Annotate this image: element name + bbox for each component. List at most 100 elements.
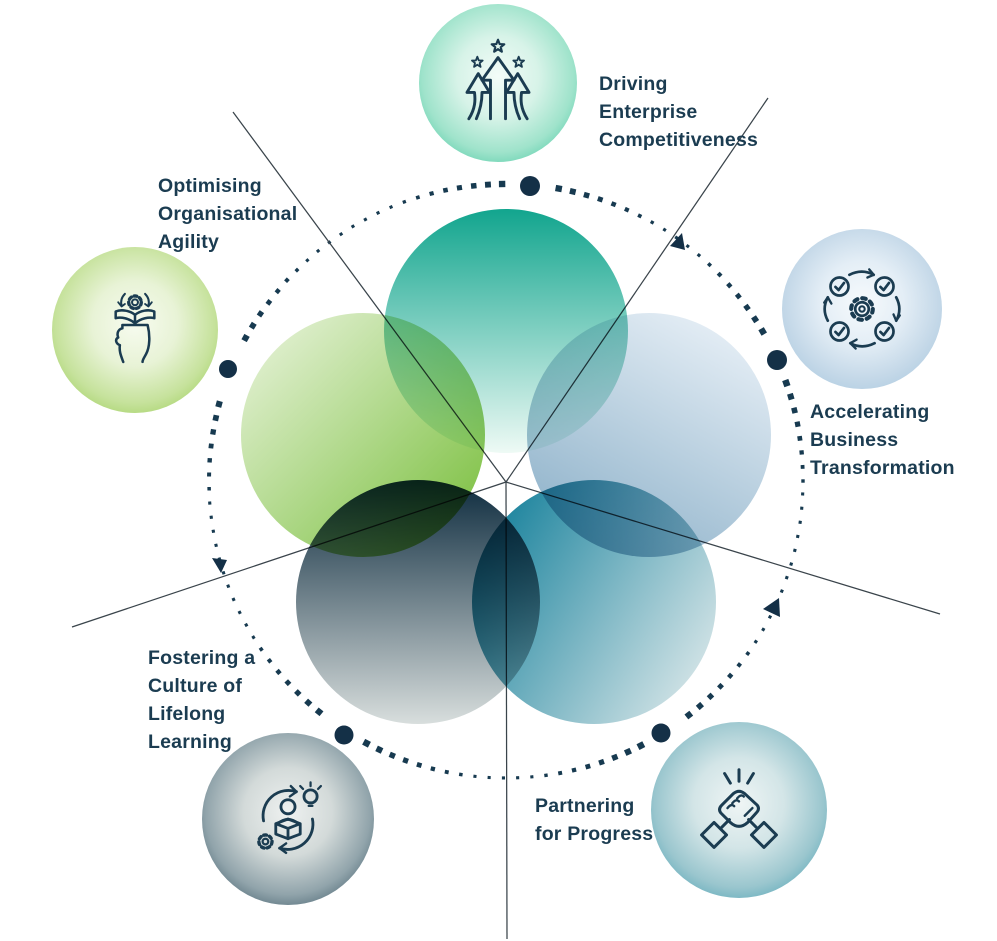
ring-dot — [402, 757, 409, 764]
ring-dot — [798, 520, 802, 525]
ring-dot — [350, 224, 356, 229]
ring-dot — [799, 450, 804, 455]
ring-dot — [555, 184, 563, 193]
ring-dot — [402, 199, 407, 204]
ring-dot — [736, 662, 743, 668]
handshake-icon — [700, 768, 778, 849]
ring-dot — [214, 543, 218, 548]
ring-dot — [429, 190, 435, 197]
theme-node-driving-enterprise — [419, 4, 577, 162]
ring-dot — [256, 310, 265, 318]
theme-node-accelerating-transformation — [782, 229, 942, 389]
theme-label-accelerating-transformation: Accelerating Business Transformation — [810, 398, 955, 482]
theme-label-organisational-agility: Optimising Organisational Agility — [158, 172, 297, 256]
ring-dot — [484, 181, 492, 188]
ring-dot — [636, 741, 646, 750]
ring-dot — [338, 231, 344, 237]
ring-dot — [784, 575, 789, 580]
ring-dot — [375, 745, 384, 754]
ring-dot — [791, 407, 798, 414]
ring-dot — [241, 333, 250, 343]
ring-dot — [706, 262, 713, 268]
ring-dot — [416, 762, 423, 768]
ring-dot — [221, 570, 226, 575]
ring-dot — [569, 188, 577, 196]
ring-dot — [430, 766, 436, 772]
ring-dot — [294, 689, 302, 697]
theme-label-driving-enterprise: Driving Enterprise Competitiveness — [599, 70, 758, 154]
ring-dot — [624, 206, 630, 213]
ring-dot — [294, 267, 300, 273]
label-line: for Progress — [535, 823, 654, 845]
ring-dot — [211, 529, 216, 534]
label-line: Transformation — [810, 457, 955, 479]
ring-dot — [208, 443, 214, 449]
ring-dot — [717, 682, 724, 690]
label-line: Competitiveness — [599, 129, 759, 151]
ring-dot — [274, 288, 281, 295]
ring-dot — [598, 758, 605, 766]
ring-dot — [210, 428, 217, 436]
ring-dot — [231, 597, 236, 602]
ring-dot — [530, 775, 534, 779]
ring-dot — [745, 650, 751, 657]
label-line: Partnering — [535, 795, 635, 817]
ring-dot — [415, 195, 421, 200]
ring-dot — [696, 252, 702, 258]
ring-dot — [207, 486, 211, 491]
ring-dot — [473, 774, 477, 779]
ring-dot — [209, 515, 213, 519]
ring-dot — [753, 639, 759, 644]
theme-label-partnering-progress: Partnering for Progress — [535, 792, 653, 848]
label-line: Organisational — [158, 203, 298, 225]
orbit-accent-dots — [219, 176, 787, 745]
ring-dot — [516, 776, 520, 780]
ring-dot — [787, 392, 795, 401]
label-line: Fostering a — [148, 647, 256, 669]
ring-dot — [458, 772, 463, 777]
ring-dot — [801, 479, 805, 483]
ring-dot — [362, 738, 371, 748]
ring-dot — [363, 217, 368, 222]
ring-dot — [501, 776, 506, 780]
ring-dot — [456, 184, 463, 191]
ring-dot — [637, 213, 643, 219]
gear-checklist-cycle-icon — [823, 268, 901, 350]
ring-dot — [244, 622, 249, 628]
ring-dot — [794, 421, 801, 428]
ring-dot — [597, 196, 604, 203]
petal-navy-bottom-left — [296, 480, 540, 724]
label-line: Agility — [158, 231, 219, 253]
ring-dot — [726, 672, 734, 679]
label-line: Culture of — [148, 675, 243, 697]
ring-dot — [251, 635, 256, 640]
ring-dot — [662, 227, 667, 232]
ring-dot — [444, 769, 450, 775]
ring-dot — [695, 701, 704, 711]
ring-dot — [258, 646, 264, 652]
ring-dot — [498, 180, 506, 188]
ring-dot — [304, 698, 313, 707]
label-line: Optimising — [158, 175, 262, 197]
mind-book-gear-icon — [114, 292, 156, 364]
ring-dot — [487, 775, 491, 780]
theme-node-partnering-progress — [651, 722, 827, 898]
petal-tealblue-bottom-right — [472, 480, 716, 724]
ring-dot — [779, 589, 784, 594]
ring-dot — [706, 692, 715, 701]
ring-dot — [442, 187, 449, 193]
ring-dot — [751, 315, 760, 324]
ring-dot — [284, 679, 292, 687]
ring-dot — [215, 400, 223, 408]
petal-circles — [241, 209, 771, 724]
ring-dot — [266, 657, 273, 664]
ring-dot — [734, 292, 742, 300]
ring-dot — [237, 610, 242, 615]
ring-dot — [761, 627, 766, 632]
ring-dot — [207, 472, 212, 477]
ring-dot — [800, 464, 805, 469]
accent-dot-right — [767, 350, 787, 370]
ring-dot — [623, 747, 633, 756]
ring-dot — [795, 534, 800, 539]
ring-dot — [792, 548, 797, 553]
